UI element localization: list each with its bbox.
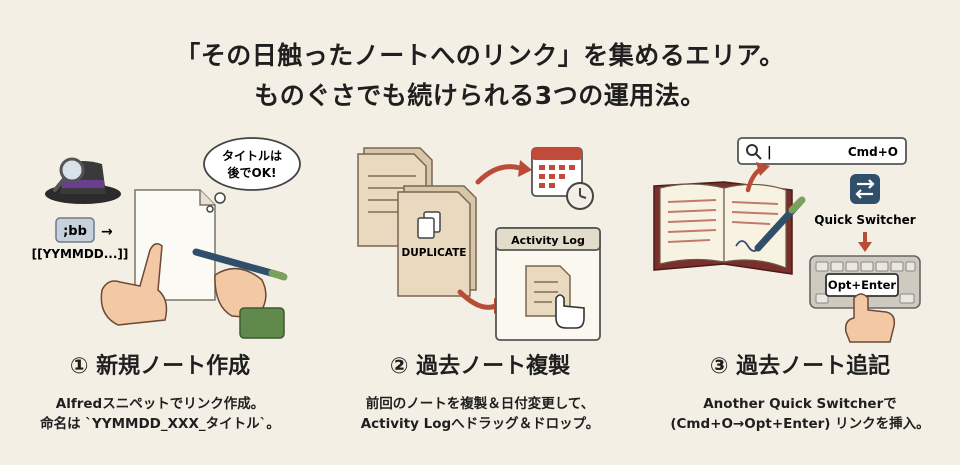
step-1-panel: ;bb → [[YYMMDD...]] タイトルは 後でOK! ① 新規ノート作… xyxy=(0,130,320,465)
keyboard-icon xyxy=(809,255,921,309)
pressing-hand-icon xyxy=(844,293,896,343)
search-icon xyxy=(746,144,758,156)
arrow-to-calendar xyxy=(475,164,523,185)
step-3-description: Another Quick Switcherで (Cmd+O→Opt+Enter… xyxy=(640,394,960,434)
snippet-arrow: → xyxy=(101,224,113,240)
cursor-hand-icon xyxy=(555,294,585,329)
search-cursor: | xyxy=(767,145,772,160)
step-2-description: 前回のノートを複製＆日付変更して、 Activity Logへドラッグ＆ドロップ… xyxy=(320,394,640,434)
search-shortcut: Cmd+O xyxy=(848,145,898,159)
snippet-key-box xyxy=(55,217,95,243)
calendar-icon xyxy=(531,147,583,197)
arrow-down-icon xyxy=(858,242,872,252)
arrow-to-activity-log xyxy=(457,289,499,310)
step-1-illustration: ;bb → [[YYMMDD...]] タイトルは 後でOK! xyxy=(32,137,301,339)
step-3-panel: | Cmd+O Qu xyxy=(640,130,960,465)
step-2-panel: DUPLICATE xyxy=(320,130,640,465)
step-2-desc-line-2: Activity Logへドラッグ＆ドロップ。 xyxy=(360,416,600,432)
clock-icon xyxy=(566,182,594,210)
key-label: Opt+Enter xyxy=(828,278,896,292)
pointing-hand-icon xyxy=(100,243,168,326)
alfred-icon xyxy=(45,157,121,204)
heading-line-1: 「その日触ったノートへのリンク」を集めるエリア。 xyxy=(175,41,785,70)
step-3-illustration: | Cmd+O Qu xyxy=(653,137,921,343)
speech-bubble xyxy=(203,137,301,213)
search-bar xyxy=(737,137,907,165)
step-3-desc-line-2: (Cmd+O→Opt+Enter) リンクを挿入。 xyxy=(670,416,930,432)
heading-line-2: ものぐさでも続けられる3つの運用法。 xyxy=(254,81,706,110)
bubble-line-1: タイトルは xyxy=(222,149,282,163)
writing-hand-icon xyxy=(192,248,288,339)
step-3-title: ③ 過去ノート追記 xyxy=(709,354,891,379)
step-1-desc-line-1: Alfredスニペットでリンク作成。 xyxy=(55,396,265,412)
activity-log-label: Activity Log xyxy=(511,234,585,247)
step-3-desc-line-1: Another Quick Switcherで xyxy=(703,396,897,412)
duplicate-note-icon xyxy=(397,185,477,297)
step-2-desc-line-1: 前回のノートを複製＆日付変更して、 xyxy=(365,396,595,412)
snippet-key: ;bb xyxy=(63,224,87,239)
step-1-desc-line-2: 命名は `YYMMDD_XXX_タイトル`。 xyxy=(40,416,280,432)
duplicate-label: DUPLICATE xyxy=(402,247,467,259)
switcher-label: Quick Switcher xyxy=(814,213,916,227)
snippet-output: [[YYMMDD...]] xyxy=(32,247,129,261)
switcher-app-icon xyxy=(850,174,880,204)
step-1-description: Alfredスニペットでリンク作成。 命名は `YYMMDD_XXX_タイトル`… xyxy=(0,394,320,434)
step-1-title: ① 新規ノート作成 xyxy=(69,354,251,379)
step-2-illustration: DUPLICATE xyxy=(357,147,601,341)
bubble-line-2: 後でOK! xyxy=(228,165,277,180)
step-2-title: ② 過去ノート複製 xyxy=(389,354,571,379)
open-book-icon xyxy=(653,181,793,275)
